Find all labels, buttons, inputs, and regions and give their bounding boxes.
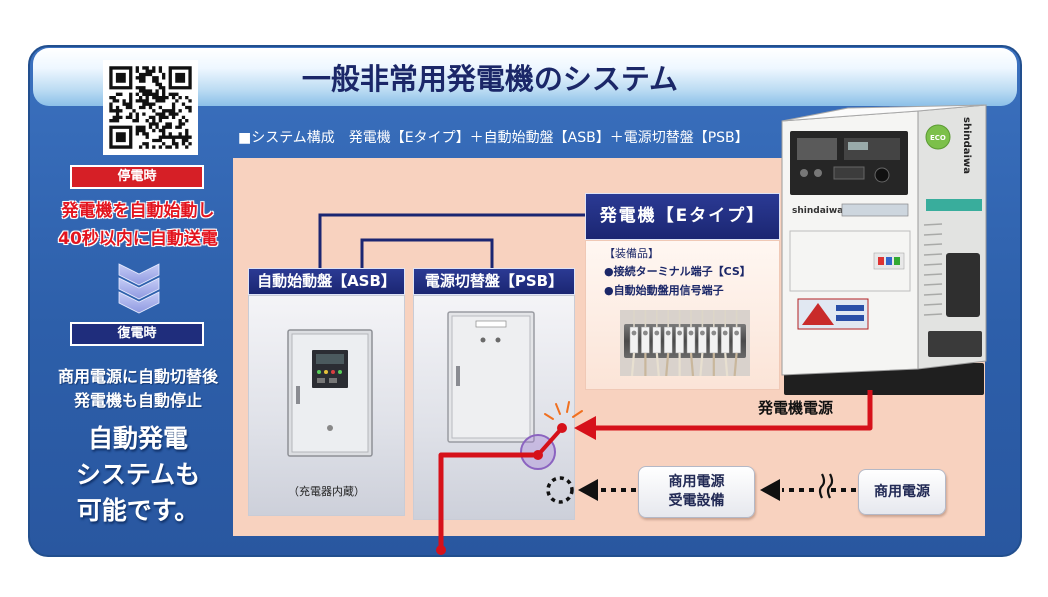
recovery-text-line-2: 発電機も自動停止: [73, 391, 202, 410]
psb-cabinet-image: [447, 311, 535, 443]
receiving-equipment-box: 商用電源 受電設備: [638, 466, 755, 518]
generator-power-label: 発電機電源: [758, 399, 834, 417]
equipment-item-terminal: ●接続ターミナル端子【CS】: [604, 265, 751, 278]
louver-slat: [923, 283, 943, 286]
asb-cabinet-image: [287, 329, 373, 457]
generator-brand-front: shindaiwa: [792, 206, 843, 216]
receiving-equipment-line-1: 商用電源: [668, 474, 725, 490]
system-composition: ■システム構成 発電機【Eタイプ】＋自動始動盤【ASB】＋電源切替盤【PSB】: [238, 130, 749, 146]
receiving-equipment-line-2: 受電設備: [668, 493, 725, 509]
page-title: 一般非常用発電機のシステム: [301, 62, 679, 96]
terminal-screw: [631, 330, 637, 336]
terminal-screw: [688, 330, 694, 336]
terminal-wire: [655, 352, 660, 376]
louver-slat: [923, 313, 943, 316]
louver-slat: [923, 253, 943, 256]
terminal-screw: [643, 330, 648, 336]
terminal-screws: [629, 310, 741, 376]
terminal-screw: [711, 330, 717, 336]
terminal-screw: [677, 330, 682, 336]
generator-louvers: [923, 223, 943, 316]
terminal-screw: [665, 330, 671, 336]
equipment-item-signal: ●自動始動盤用信号端子: [604, 284, 724, 297]
eco-badge-text: ECO: [930, 134, 946, 142]
terminal-wire: [689, 352, 695, 376]
asb-to-psb-signal-line: [360, 238, 494, 268]
terminal-wire: [699, 352, 704, 376]
terminal-wire: [665, 352, 670, 376]
asb-note: （充電器内蔵）: [288, 485, 365, 498]
terminal-screw: [734, 330, 739, 336]
terminal-wire: [724, 352, 729, 376]
asb-title: 自動始動盤【ASB】: [248, 268, 405, 295]
louver-slat: [923, 263, 943, 266]
generator-brand-side: shindaiwa: [961, 117, 972, 174]
outage-text-line-1: 発電機を自動始動し: [61, 201, 215, 221]
summary-line-2: システムも: [75, 460, 201, 489]
terminal-wire: [630, 352, 636, 376]
louver-slat: [923, 233, 943, 236]
terminal-screw: [654, 330, 660, 336]
down-chevron-icon: [118, 263, 160, 314]
equipment-heading: 【装備品】: [604, 247, 659, 260]
commercial-power-box: 商用電源: [858, 469, 946, 515]
louver-slat: [923, 243, 943, 246]
outage-label: 停電時: [70, 165, 204, 189]
louver-slat: [923, 293, 943, 296]
louver-slat: [923, 303, 943, 306]
terminal-screw: [722, 330, 728, 336]
terminal-screw: [700, 330, 705, 336]
terminal-block-image: [620, 310, 750, 376]
outage-text-line-2: 40秒以内に自動送電: [58, 229, 218, 249]
qr-code-graphic: [109, 66, 192, 149]
qr-modules: [109, 66, 192, 149]
generator-photo: shindaiwa ECO shindaiwa: [781, 104, 987, 395]
generator-to-asb-signal-line: [318, 213, 585, 268]
louver-slat: [923, 223, 943, 226]
generator-title: 発電機【Eタイプ】: [585, 193, 780, 240]
summary-line-3: 可能です。: [76, 496, 200, 525]
recovery-text-line-1: 商用電源に自動切替後: [57, 367, 218, 386]
recovery-label: 復電時: [70, 322, 204, 346]
summary-line-1: 自動発電: [87, 424, 188, 453]
psb-title: 電源切替盤【PSB】: [413, 268, 575, 295]
eco-badge-icon: [925, 124, 951, 150]
louver-slat: [923, 273, 943, 276]
qr-code: [103, 60, 198, 155]
terminal-wire: [733, 352, 738, 376]
